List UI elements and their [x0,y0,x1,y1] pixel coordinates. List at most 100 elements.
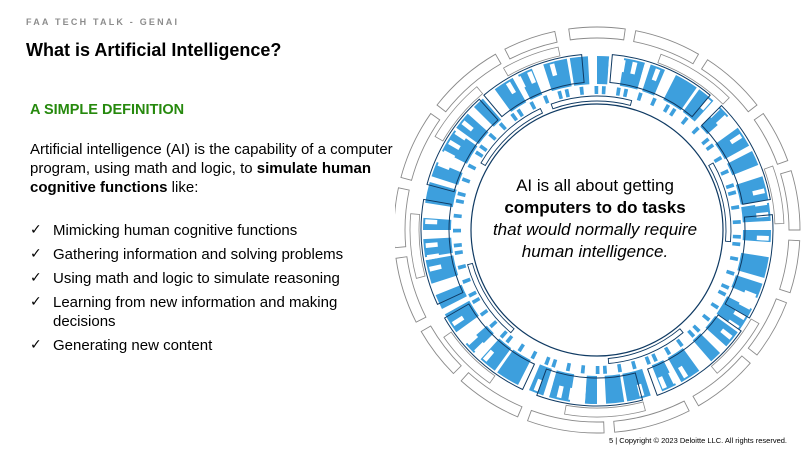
blue-ring-tick [461,177,471,184]
white-ring-tick [738,300,752,310]
blue-ring-tick [601,86,606,95]
white-ring-tick [451,315,465,327]
blue-ring-tick [651,353,658,363]
outer-ring-segment [409,213,426,279]
blue-ring-tick [580,365,586,374]
white-ring-tick [677,365,689,379]
blue-ring-tick [471,296,481,305]
blue-ring-block [423,237,453,258]
white-ring-tick [651,68,661,82]
outer-ring-segment [763,165,785,225]
blue-ring-tick [551,358,558,368]
page-number: 5 [608,436,614,445]
checklist-item-text: Generating new content [53,337,213,354]
blue-ring-tick [498,122,507,131]
outer-ring-segment [780,170,801,231]
intro-text-end: like: [167,179,199,196]
blue-ring-block [597,55,610,85]
blue-ring-block [692,333,721,362]
white-ring-tick [608,58,614,71]
white-ring-tick [505,81,517,95]
outer-ring-segment [400,112,441,181]
blue-ring-tick [530,350,538,360]
blue-ring-tick [631,360,637,370]
checklist-item: ✓Learning from new information and makin… [30,293,395,331]
blue-ring-tick [595,365,600,374]
white-ring-tick [568,387,575,401]
blue-ring-tick [701,313,711,322]
outer-ring-segment [502,46,561,77]
blue-ring-tick [727,190,737,196]
blue-ring-block [735,176,769,205]
white-ring-tick [580,389,586,402]
white-ring-tick [544,382,553,396]
white-ring-tick [461,120,474,132]
white-ring-tick [720,328,733,340]
blue-ring-tick [730,204,740,210]
blue-ring-tick [636,92,643,102]
outer-ring-segment [568,26,626,41]
outer-ring-segment [613,400,690,433]
check-icon: ✓ [30,294,42,310]
blue-ring-tick [669,107,677,117]
callout-text-italic: that would normally require human intell… [492,220,698,261]
blue-ring-block [651,360,676,392]
blue-ring-block [431,162,463,185]
white-ring-tick [437,161,451,171]
blue-ring-block [584,375,597,404]
white-ring-tick [641,64,650,78]
checklist-item-text: Gathering information and solving proble… [53,246,344,263]
copyright-notice: Copyright © 2023 Deloitte LLC. All right… [619,436,787,445]
navy-ring-outline [708,162,732,243]
blue-ring-tick [692,324,701,333]
white-ring-tick [619,59,626,73]
blue-ring-tick [650,97,657,107]
white-ring-tick [708,106,720,119]
blue-ring-block [604,374,625,404]
white-ring-tick [723,124,736,136]
blue-ring-tick [467,163,477,171]
blue-ring-block [480,338,512,371]
blue-ring-block [737,252,769,278]
inner-ring-segments [420,54,774,407]
white-ring-tick [647,380,656,394]
outer-ring-segment [753,112,789,165]
white-ring-tick [729,133,743,145]
blue-ring-tick [602,365,608,374]
white-ring-tick [448,139,461,150]
white-ring-tick [482,349,495,362]
blue-ring-tick [457,264,467,270]
blue-ring-tick [710,302,720,310]
checklist-item-text: Mimicking human cognitive functions [53,222,298,239]
blue-ring-block [741,202,771,223]
blue-ring-tick [474,150,484,158]
blue-ring-tick [564,88,570,98]
blue-ring-tick [725,183,735,190]
blue-ring-tick [615,87,621,96]
blue-ring-tick [479,308,489,317]
blue-ring-tick [565,362,572,372]
blue-ring-tick [725,269,735,276]
navy-ring-outline [646,314,742,397]
blue-ring-tick [517,343,525,353]
check-icon: ✓ [30,246,42,262]
white-ring-tick [425,231,438,236]
blue-ring-tick [622,88,629,98]
capability-checklist: ✓ Mimicking human cognitive functions ✓ Ga… [30,221,395,360]
outer-ring-segment [747,298,788,356]
blue-ring-block [473,98,502,127]
check-icon: ✓ [30,337,42,353]
blue-ring-tick [457,191,466,198]
checklist-item: ✓ Generating new content [30,336,395,355]
white-ring-tick [458,324,471,336]
blue-ring-tick [732,219,741,225]
definition-intro: Artificial intelligence (AI) is the capa… [30,140,400,197]
navy-ring-outline [467,262,515,334]
outer-ring-segment [564,401,646,418]
definition-heading: A SIMPLE DEFINITION [30,102,185,118]
outer-ring-segment [436,53,502,113]
outer-ring-segment [700,59,758,113]
white-ring-tick [527,70,537,84]
navy-ring-outline [550,95,633,110]
white-ring-tick [425,219,438,225]
